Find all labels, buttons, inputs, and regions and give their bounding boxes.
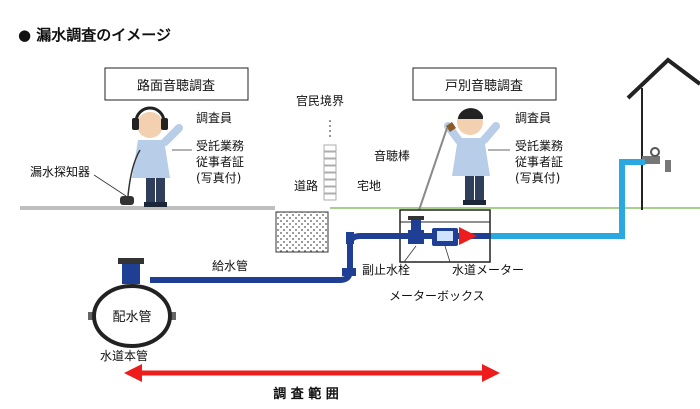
- id-label-left-3: (写真付): [196, 171, 241, 185]
- surveyor-label-left: 調査員: [196, 111, 232, 125]
- meter-box-label: メーターボックス: [389, 289, 485, 303]
- house-icon: [626, 57, 700, 210]
- boundary-label: 官民境界: [296, 93, 344, 108]
- road-survey-box: [104, 67, 249, 101]
- water-meter-label: 水道メーター: [452, 263, 524, 277]
- id-label-left-2: 従事者証: [196, 155, 244, 169]
- diagram-heading: ● 漏水調査のイメージ: [18, 26, 171, 44]
- distribution-pipe-label: 配水管: [112, 310, 151, 325]
- residential-label: 宅地: [357, 178, 381, 193]
- service-pipe-label: 給水管: [212, 258, 248, 273]
- id-label-right-2: 従事者証: [515, 155, 563, 169]
- person-with-listening-rod-icon: [444, 108, 500, 205]
- listening-rod: [414, 127, 448, 223]
- id-label-right-3: (写真付): [515, 171, 560, 185]
- listening-rod-label: 音聴棒: [374, 148, 410, 163]
- pipe-joint: [342, 268, 356, 276]
- main-pipe-label: 水道本管: [100, 348, 148, 363]
- door-survey-box: [412, 67, 557, 101]
- leak-detector-icon: [120, 149, 141, 205]
- leak-detector-label: 漏水探知器: [30, 165, 90, 179]
- id-label-right-1: 受託業務: [515, 138, 563, 153]
- surveyor-label-right: 調査員: [515, 111, 551, 125]
- pipe-joint: [346, 232, 354, 244]
- sub-stop-valve-label: 副止水栓: [362, 262, 410, 277]
- faucet-icon: [642, 147, 671, 172]
- door-survey-title: 戸別音聴調査: [445, 78, 523, 94]
- meter-icon: [432, 228, 458, 246]
- customer-pipe: [490, 159, 645, 239]
- road-survey-title: 路面音聴調査: [137, 78, 215, 94]
- road-label: 道路: [294, 178, 318, 193]
- distribution-main: [88, 258, 176, 348]
- boundary-line: [323, 120, 337, 201]
- survey-range-label: 調 査 範 囲: [273, 386, 339, 402]
- id-label-left-1: 受託業務: [196, 138, 244, 153]
- valve-icon: [408, 216, 424, 244]
- person-with-headphones-icon: [132, 106, 183, 207]
- service-pipe: [150, 233, 490, 283]
- survey-range-arrow: [124, 364, 500, 382]
- gravel-box: [275, 211, 329, 253]
